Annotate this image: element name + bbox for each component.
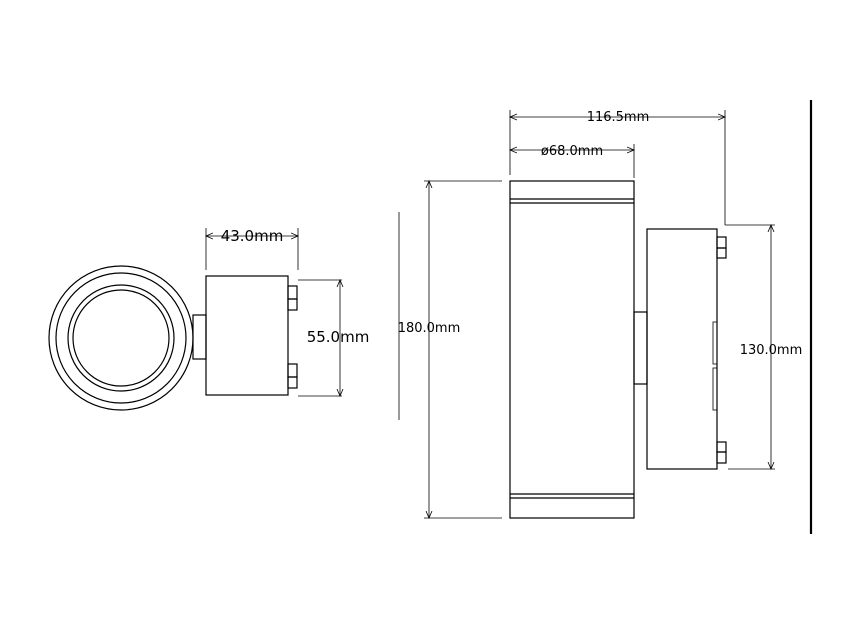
dimension-overall-height: 180.0mm	[398, 181, 502, 518]
dimension-label-diameter: ø68.0mm	[541, 144, 603, 159]
front-view	[48, 265, 298, 411]
lamp-body	[509, 180, 635, 519]
wall-plate	[646, 228, 727, 470]
lamp-ring	[48, 265, 194, 411]
dimension-label-height: 55.0mm	[307, 328, 370, 346]
dimension-height-side: 55.0mm	[298, 280, 369, 396]
body-connector	[633, 311, 648, 385]
mount-block	[205, 275, 298, 396]
dimension-label-overall-height: 180.0mm	[398, 321, 461, 336]
connector-stub	[192, 314, 207, 360]
dimension-label-depth: 116.5mm	[587, 110, 650, 125]
dimension-width-side: 43.0mm	[206, 227, 298, 270]
side-view	[509, 180, 727, 519]
dimension-label-width: 43.0mm	[221, 227, 284, 245]
dimension-diameter: ø68.0mm	[510, 144, 634, 178]
dimension-plate-height: 130.0mm	[728, 225, 802, 469]
dimension-overall-depth: 116.5mm	[510, 110, 775, 226]
dimension-label-plate-height: 130.0mm	[740, 343, 803, 358]
